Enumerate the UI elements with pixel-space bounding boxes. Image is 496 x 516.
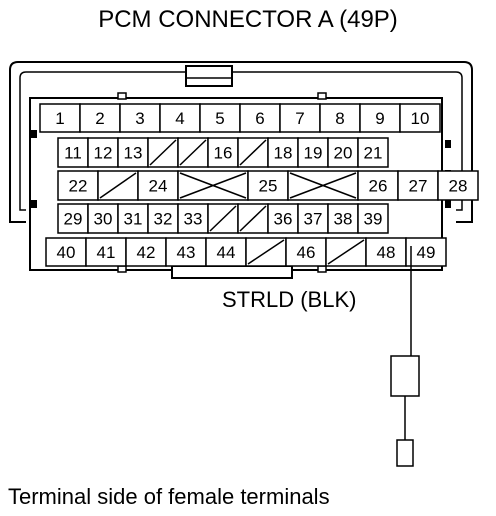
terminal-number: 12: [94, 144, 113, 163]
terminal-5: [199, 103, 241, 133]
terminal-number: 22: [69, 177, 88, 196]
terminal-4: [159, 103, 201, 133]
diagram-title: PCM CONNECTOR A (49P): [98, 6, 398, 33]
empty-cavity-mark: [239, 139, 267, 166]
terminal-number: 49: [417, 243, 436, 262]
terminal-number: 39: [364, 210, 383, 229]
terminal-number: 13: [124, 144, 143, 163]
probe-connector: [390, 355, 420, 397]
empty-cavity-mark: [179, 139, 207, 166]
terminal-number: 18: [274, 144, 293, 163]
terminal-44: [205, 237, 247, 267]
terminal-10: [399, 103, 441, 133]
terminal-number: 19: [304, 144, 323, 163]
terminal-number: 3: [135, 109, 144, 128]
probe-tip: [396, 439, 414, 467]
terminal-number: 43: [177, 243, 196, 262]
terminal-number: 38: [334, 210, 353, 229]
terminal-number: 1: [55, 109, 64, 128]
terminal-number: 26: [369, 177, 388, 196]
terminal-number: 36: [274, 210, 293, 229]
terminal-number: 48: [377, 243, 396, 262]
terminal-12: [87, 137, 119, 168]
terminal-9: [359, 103, 401, 133]
diagram-caption: Terminal side of female terminals: [8, 484, 330, 509]
empty-cavity-mark: [149, 139, 177, 166]
terminal-number: 28: [449, 177, 468, 196]
terminal-38: [327, 203, 359, 234]
connector-housing: [9, 61, 473, 223]
terminal-49: [405, 237, 447, 267]
empty-cavity-mark: [247, 239, 285, 265]
terminal-number: 8: [335, 109, 344, 128]
terminal-number: 2: [95, 109, 104, 128]
terminal-number: 4: [175, 109, 184, 128]
terminal-40: [45, 237, 87, 267]
terminal-number: 33: [184, 210, 203, 229]
terminal-number: 27: [409, 177, 428, 196]
terminal-number: 40: [57, 243, 76, 262]
terminal-number: 31: [124, 210, 143, 229]
terminal-number: 41: [97, 243, 116, 262]
terminal-42: [125, 237, 167, 267]
wire-label: STRLD (BLK): [222, 287, 357, 312]
empty-cavity-mark: [99, 172, 137, 199]
empty-cavity-mark: [239, 205, 267, 232]
terminal-number: 20: [334, 144, 353, 163]
terminal-number: 29: [64, 210, 83, 229]
terminal-number: 6: [255, 109, 264, 128]
terminal-20: [327, 137, 359, 168]
bottom-key: [171, 265, 293, 279]
terminal-28: [437, 170, 479, 201]
terminal-48: [365, 237, 407, 267]
terminal-24: [137, 170, 179, 201]
terminal-number: 24: [149, 177, 168, 196]
terminal-number: 25: [259, 177, 278, 196]
terminal-6: [239, 103, 281, 133]
terminal-number: 30: [94, 210, 113, 229]
terminal-number: 42: [137, 243, 156, 262]
empty-cavity-cross: [179, 172, 247, 199]
terminal-number: 10: [411, 109, 430, 128]
terminal-29: [57, 203, 89, 234]
terminal-33: [177, 203, 209, 234]
locking-tab: [185, 65, 233, 87]
terminal-2: [79, 103, 121, 133]
empty-cavity-mark: [327, 239, 365, 265]
terminal-number: 37: [304, 210, 323, 229]
terminal-number: 46: [297, 243, 316, 262]
terminal-number: 44: [217, 243, 236, 262]
terminal-8: [319, 103, 361, 133]
terminal-number: 9: [375, 109, 384, 128]
terminal-37: [297, 203, 329, 234]
terminal-number: 5: [215, 109, 224, 128]
terminal-number: 16: [214, 144, 233, 163]
terminal-7: [279, 103, 321, 133]
terminal-number: 7: [295, 109, 304, 128]
terminal-19: [297, 137, 329, 168]
terminal-21: [357, 137, 389, 168]
terminal-16: [207, 137, 239, 168]
empty-cavity-cross: [289, 172, 357, 199]
terminal-13: [117, 137, 149, 168]
terminal-39: [357, 203, 389, 234]
empty-cavity-mark: [209, 205, 237, 232]
terminal-number: 21: [364, 144, 383, 163]
terminal-number: 32: [154, 210, 173, 229]
connector-housing-inner: [19, 71, 463, 211]
terminal-number: 11: [64, 144, 82, 163]
terminal-1: [39, 103, 81, 133]
